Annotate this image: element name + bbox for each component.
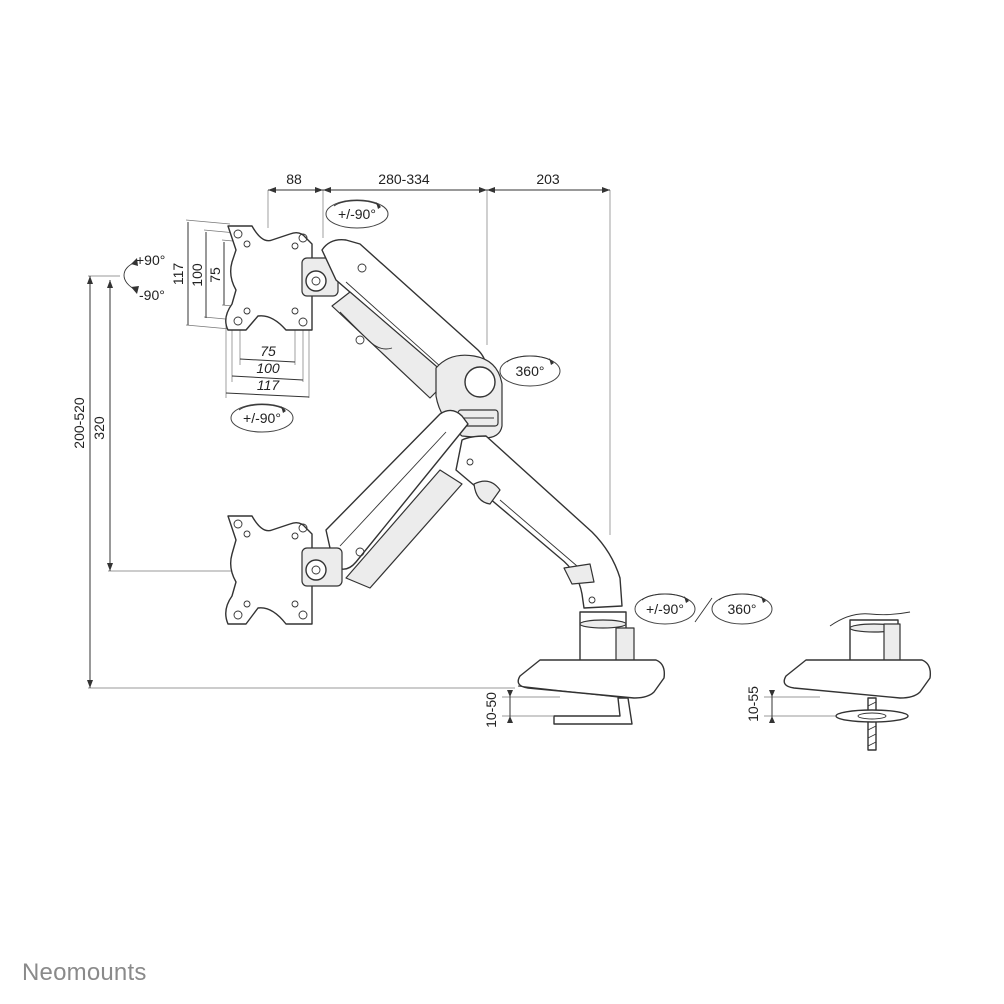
vesa-h-75: 75 [260, 343, 276, 359]
tilt-label-base: +/-90° [646, 601, 684, 617]
dim-arm-reach: 280-334 [378, 171, 430, 187]
vesa-v-75: 75 [207, 267, 223, 283]
dim-vesa-offset: 88 [286, 171, 302, 187]
vesa-h-100: 100 [256, 360, 280, 376]
swivel-label-elbow: 360° [516, 363, 545, 379]
top-dimension-lines [267, 187, 611, 535]
vesa-plate-upper [225, 225, 313, 331]
badge-separator [694, 597, 713, 623]
lower-tilt-head [301, 547, 343, 587]
dim-base-reach: 203 [536, 171, 560, 187]
tilt-label-top: +/-90° [338, 206, 376, 222]
dim-clamp-thickness: 10-50 [483, 692, 499, 728]
pole-and-clamp [517, 611, 666, 725]
grommet-thickness-dim [764, 690, 836, 723]
lower-arm [325, 409, 469, 589]
clamp-thickness-dim [502, 690, 560, 723]
swivel-badge-base [711, 593, 773, 625]
vesa-v-100: 100 [189, 263, 205, 287]
rotation-minus-label: -90° [139, 287, 165, 303]
rotate-arrow-icon [123, 258, 139, 294]
grommet-detail [783, 611, 932, 751]
swivel-label-base: 360° [728, 601, 757, 617]
dim-monitor-travel: 320 [91, 416, 107, 440]
vesa-dimension-lines [185, 219, 310, 398]
swivel-badge-elbow [499, 355, 561, 387]
vesa-v-117: 117 [170, 263, 186, 286]
tilt-badge-vesa [230, 403, 294, 433]
tilt-badge-base [634, 593, 696, 625]
base-arm [455, 435, 623, 609]
vesa-plate-lower [225, 515, 313, 625]
tilt-label-vesa: +/-90° [243, 410, 281, 426]
brand-logo: Neomounts [22, 959, 147, 986]
dim-grommet-thickness: 10-55 [745, 686, 761, 722]
vesa-h-117: 117 [257, 377, 281, 393]
dim-total-height: 200-520 [71, 397, 87, 449]
tilt-badge-top [325, 199, 389, 229]
height-dimension-lines [87, 275, 515, 689]
rotation-plus-label: +90° [136, 252, 165, 268]
